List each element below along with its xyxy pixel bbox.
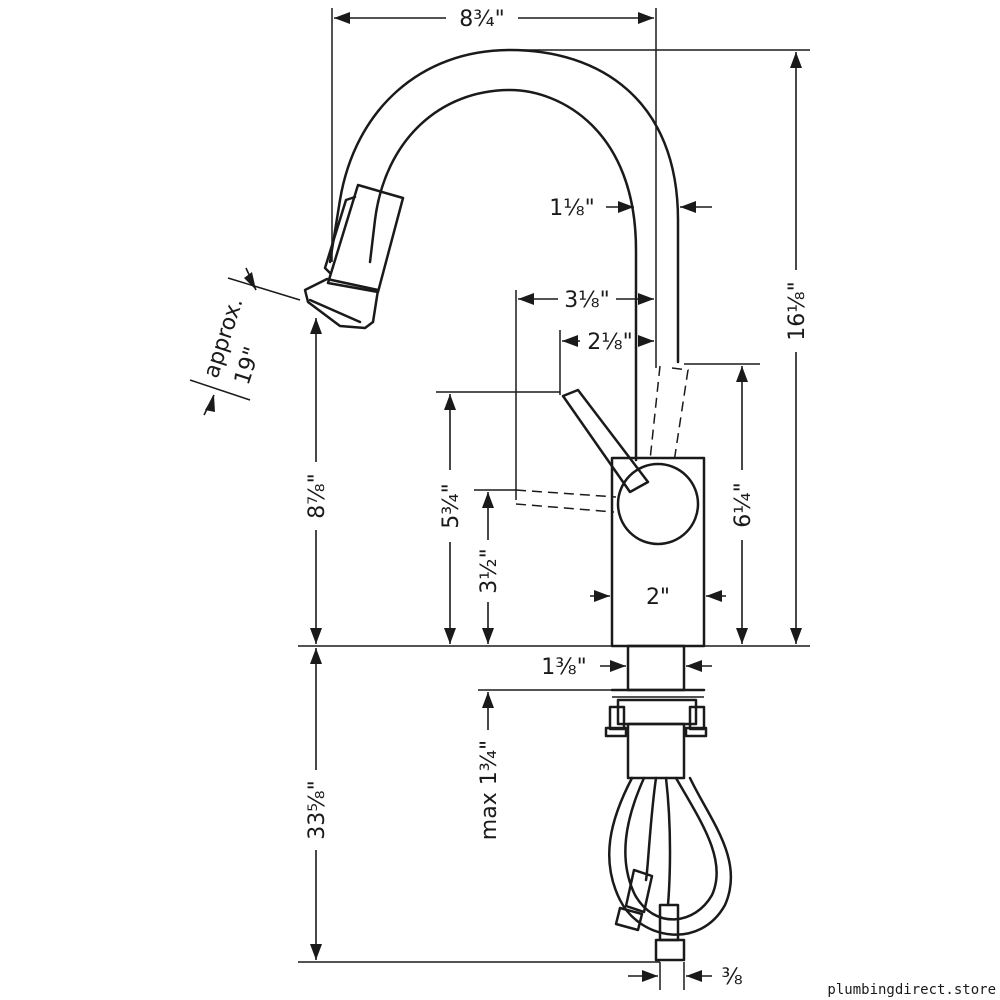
label-max-deck: max 1¾" — [477, 740, 502, 840]
lever-handle — [515, 365, 700, 546]
label-shank: 1⅜" — [541, 655, 586, 680]
spout — [303, 48, 680, 462]
dim-max-deck — [482, 692, 494, 730]
label-below-deck: 33⅝" — [305, 780, 330, 839]
dim-lever-part — [562, 335, 654, 347]
label-hose-length: 19" — [230, 344, 266, 388]
dim-spout-clearance — [310, 318, 322, 644]
label-body-height: 6¼" — [731, 482, 756, 527]
dim-lever-min — [482, 492, 494, 644]
label-lever-part: 2⅛" — [587, 330, 632, 355]
label-hose-connection: ⅜ — [721, 965, 742, 990]
supply-hoses — [608, 776, 733, 962]
dim-overall-height — [790, 52, 802, 644]
watermark: plumbingdirect.store — [827, 982, 996, 998]
dim-hose-connection — [628, 970, 712, 982]
extension-lines — [189, 8, 810, 990]
dim-hose-length — [203, 267, 257, 416]
label-lever-max: 5¾" — [439, 483, 464, 528]
dim-overall-width — [334, 12, 654, 24]
dim-lever-full — [518, 293, 654, 305]
dim-body-width — [590, 590, 726, 602]
label-spout-clearance: 8⅞" — [305, 473, 330, 518]
label-lever-min: 3½" — [477, 548, 502, 593]
label-body-width: 2" — [646, 585, 670, 610]
label-overall-width: 8¾" — [459, 7, 504, 32]
dim-lever-max — [444, 394, 456, 644]
dim-body-height — [736, 366, 748, 644]
label-overall-height: 16⅛" — [785, 281, 810, 340]
dim-shank — [600, 660, 712, 672]
label-spout-tube: 1⅛" — [549, 196, 594, 221]
dim-below-deck — [310, 648, 322, 960]
label-lever-full: 3⅛" — [564, 288, 609, 313]
dim-spout-tube — [606, 201, 712, 213]
